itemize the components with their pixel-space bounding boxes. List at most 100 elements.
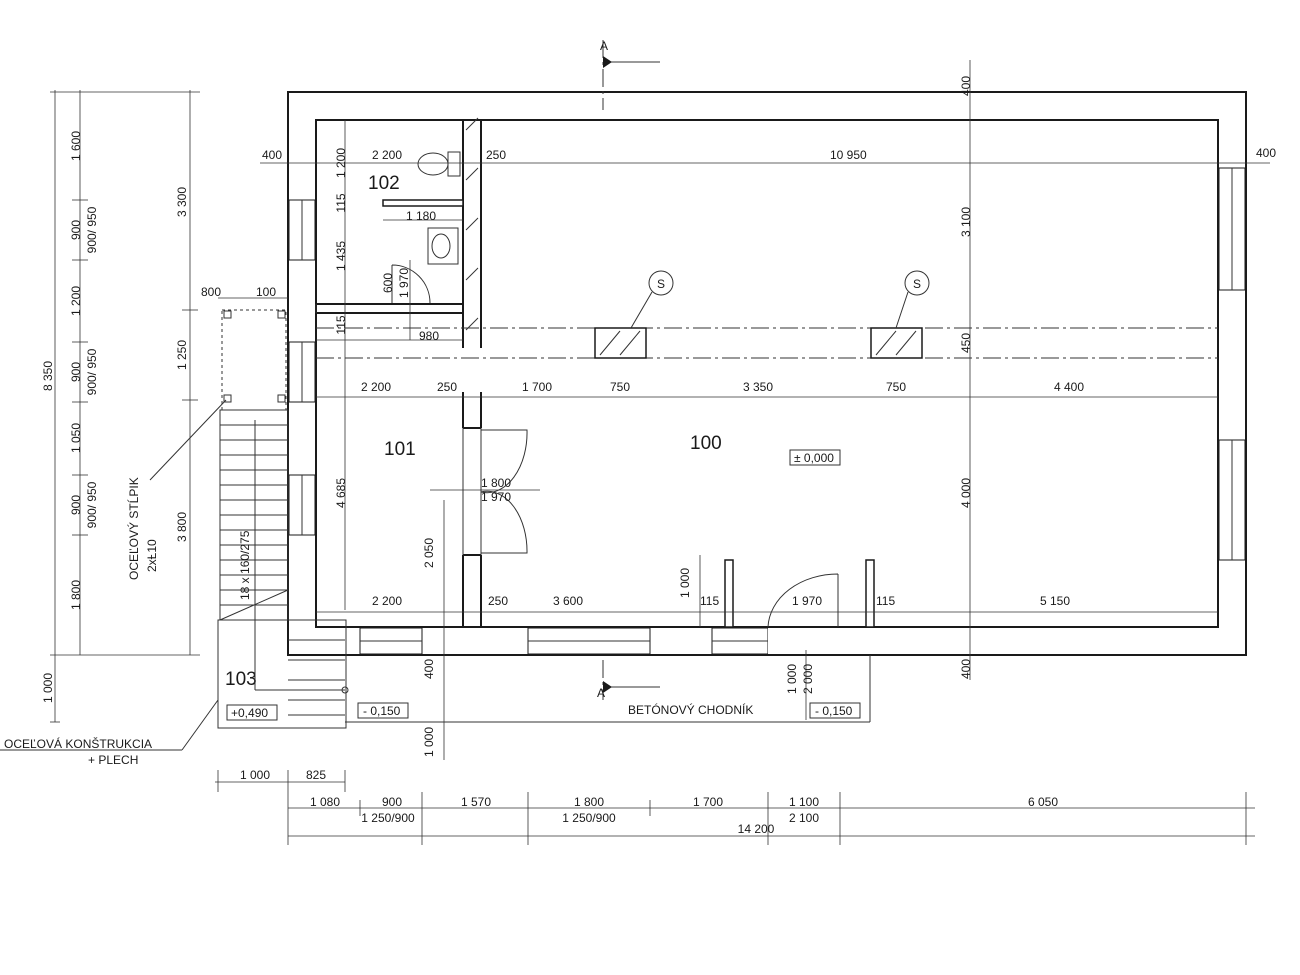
b2-6050: 6 050 [1028,795,1058,809]
dimensions-bottom: 1 000 825 1 080 900 1 570 1 800 1 700 1 … [217,768,1247,845]
steel-structure-note-2: + PLECH [88,753,138,767]
dim-980: 980 [419,329,439,343]
sink-icon [427,227,459,265]
door-entrance [767,573,839,628]
b2-1250900-a: 1 250/900 [361,811,415,825]
room-101: 101 [384,439,416,460]
dim-1970-c: 1 970 [792,594,822,608]
b2-1250900-b: 1 250/900 [562,811,616,825]
dim-750-b: 750 [886,380,906,394]
stair-treads [220,424,345,716]
dim-5150: 5 150 [1040,594,1070,608]
dim-2200-b: 2 200 [361,380,391,394]
dim-2200-a: 2 200 [372,148,402,162]
door-101-b [480,490,528,554]
notes: OCEĽOVÝ STĹPIK 2xȽ10 OCEĽOVÁ KONŠTRUKCIA… [0,399,227,767]
dim-1180: 1 180 [406,209,436,223]
dimensions-vertical-left: 1 600 900 900/ 950 1 200 900 900/ 950 1 … [41,91,200,723]
dim-right-wall: 400 [1256,146,1276,160]
dim-400-bot-a: 400 [422,659,436,679]
level-walkway: - 0,150 [815,704,853,718]
level-floor: ± 0,000 [794,451,834,465]
v-8350: 8 350 [41,361,55,391]
column-1 [594,327,647,359]
v-1250: 1 250 [175,340,189,370]
dim-250-b: 250 [437,380,457,394]
v-3300: 3 300 [175,187,189,217]
walkway-label: BETÓNOVÝ CHODNÍK [628,702,753,717]
dim-400-bot-b: 400 [959,659,973,679]
toilet-icon [417,151,461,177]
v-3800: 3 800 [175,512,189,542]
dim-left-wall: 400 [262,148,282,162]
column-mark-1 [648,270,674,296]
room-103: 103 [225,669,257,690]
v-1800: 1 800 [69,580,83,610]
v-1050: 1 050 [69,423,83,453]
dim-2050: 2 050 [422,538,436,568]
dim-2000: 2 000 [801,664,815,694]
doors [391,264,839,628]
windows [288,167,1246,655]
dimension-lines [54,60,1270,837]
dim-1800-door: 1 800 [481,476,511,490]
b2-900: 900 [382,795,402,809]
b2-1100: 1 100 [789,795,819,809]
dim-3600: 3 600 [553,594,583,608]
room-100: 100 [690,433,722,454]
walls [287,91,1247,656]
dim-10950: 10 950 [830,148,867,162]
partition-hatch [465,117,479,331]
dim-1435: 1 435 [334,241,348,271]
dim-1000-bot-b: 1 000 [785,664,799,694]
dim-top-wall: 400 [959,76,973,96]
dim-1700: 1 700 [522,380,552,394]
b1-1000: 1 000 [240,768,270,782]
dim-115-a: 115 [334,193,348,212]
section-mark-top: A [600,39,608,53]
room-labels: 102 101 100 103 ± 0,000 [225,173,841,690]
walkway: BETÓNOVÝ CHODNÍK - 0,150 - 0,150 [345,655,871,723]
steel-column-note: OCEĽOVÝ STĹPIK [126,477,141,580]
dimensions-vertical-inner: 400 3 100 450 4 000 400 1 200 115 1 435 … [334,76,973,757]
dim-3350: 3 350 [743,380,773,394]
b2-1570: 1 570 [461,795,491,809]
dim-1970-a: 1 970 [397,268,411,298]
level-entrance: - 0,150 [363,704,401,718]
dim-750-a: 750 [610,380,630,394]
fixtures [417,151,461,265]
stair-porch: 18 x 160/275 +0,490 [217,309,349,729]
dim-4000: 4 000 [959,478,973,508]
dim-800: 800 [201,285,221,299]
outer-wall [287,91,1247,656]
dim-4685: 4 685 [334,478,348,508]
room-102: 102 [368,173,400,194]
dim-115-c: 115 [700,594,719,608]
dim-250-a: 250 [486,148,506,162]
dim-1000-p: 1 000 [678,568,692,598]
steel-structure-note: OCEĽOVÁ KONŠTRUKCIA [4,736,152,751]
door-101 [480,429,528,494]
dim-1000-bot-a: 1 000 [422,727,436,757]
level-stair-top: +0,490 [231,706,268,720]
dim-2200-c: 2 200 [372,594,402,608]
dim-600: 600 [381,273,395,293]
dim-450: 450 [959,333,973,353]
section-mark-bottom: A [597,686,605,700]
v-900-b: 900 [69,362,83,382]
dim-100: 100 [256,285,276,299]
structure: S S [316,270,1218,359]
dimensions-horizontal: 400 2 200 250 10 950 400 1 180 800 100 9… [201,146,1276,608]
v-1000: 1 000 [41,673,55,703]
v-1600: 1 600 [69,131,83,161]
dim-250-c: 250 [488,594,508,608]
dim-1200-wc: 1 200 [334,148,348,178]
inner-wall [315,119,1219,628]
section-marks: A A [597,39,660,700]
b2-1080: 1 080 [310,795,340,809]
b1-825: 825 [306,768,326,782]
v-900-c: 900 [69,495,83,515]
column-mark-label-2: S [913,277,921,291]
v-900950-c: 900/ 950 [85,481,99,528]
